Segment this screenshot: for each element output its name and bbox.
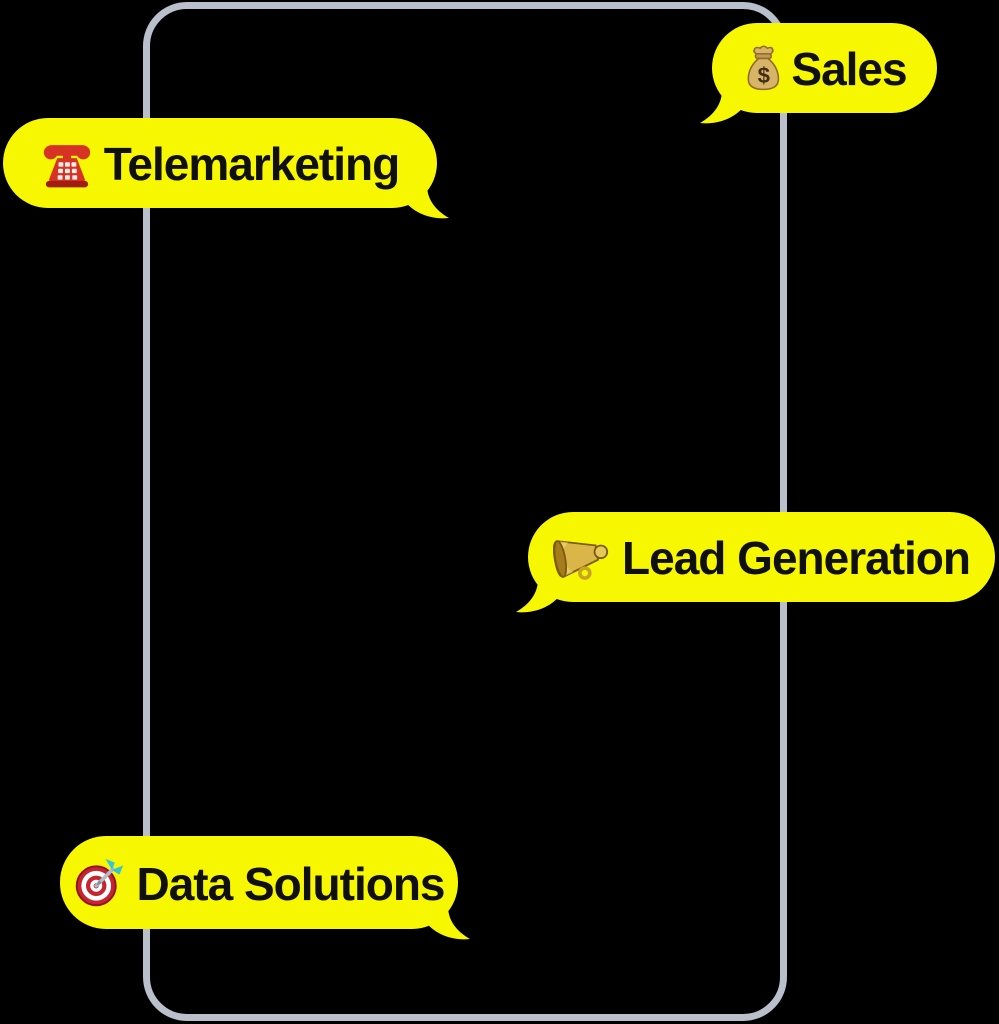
- bubble-tail: [516, 559, 562, 613]
- target-icon: [73, 857, 125, 909]
- bubble-label: Sales: [791, 43, 907, 95]
- bubble-tail: [403, 165, 449, 219]
- bubble-tail: [700, 70, 746, 124]
- bubble-label: Lead Generation: [622, 532, 971, 584]
- bubble-sales: $ Sales: [700, 23, 937, 124]
- bubble-label: Telemarketing: [103, 138, 400, 190]
- telephone-icon: [41, 137, 93, 189]
- bubble-data-solutions: Data Solutions: [60, 836, 470, 940]
- svg-text:$: $: [758, 63, 771, 88]
- bubble-label: Data Solutions: [136, 857, 445, 910]
- bubble-lead-generation: Lead Generation: [516, 512, 995, 613]
- bubble-telemarketing: Telemarketing: [3, 118, 449, 219]
- bubble-tail: [424, 886, 470, 940]
- megaphone-icon: [553, 532, 611, 582]
- money-bag-icon: $: [742, 43, 780, 93]
